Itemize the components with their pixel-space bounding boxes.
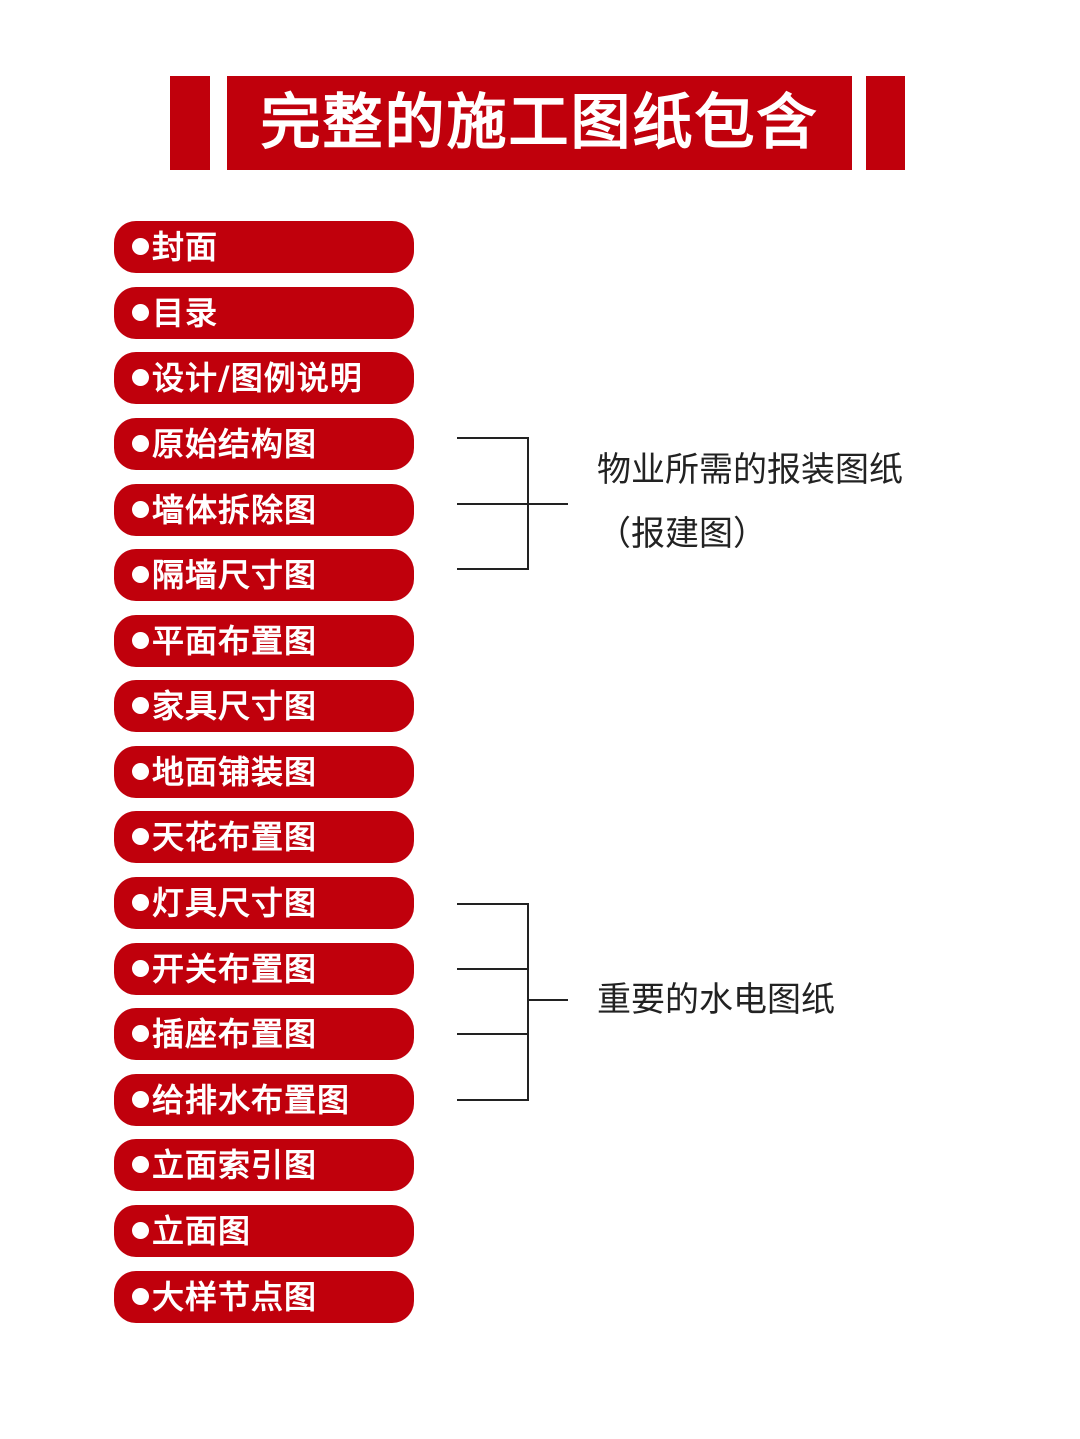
list-item: 给排水布置图 [114, 1074, 414, 1126]
list-item-label: 插座布置图 [152, 1015, 318, 1053]
list-item: 墙体拆除图 [114, 484, 414, 536]
list-item: 立面图 [114, 1205, 414, 1257]
group-label-line: 物业所需的报装图纸 [597, 450, 903, 490]
list-item-label: 立面索引图 [152, 1146, 318, 1184]
title-right-bar [866, 76, 905, 170]
list-item: 大样节点图 [114, 1271, 414, 1323]
list-item-label: 隔墙尺寸图 [152, 556, 318, 594]
list-item-label: 目录 [152, 294, 219, 332]
bullet-icon [132, 1091, 149, 1108]
list-item: 开关布置图 [114, 943, 414, 995]
list-item: 隔墙尺寸图 [114, 549, 414, 601]
bullet-icon [132, 566, 149, 583]
bullet-icon [132, 960, 149, 977]
list-item-label: 立面图 [152, 1212, 252, 1250]
bullet-icon [132, 501, 149, 518]
bullet-icon [132, 828, 149, 845]
list-item: 平面布置图 [114, 615, 414, 667]
group-label-line: （报建图） [597, 514, 767, 554]
list-item: 地面铺装图 [114, 746, 414, 798]
page-title: 完整的施工图纸包含 [227, 76, 852, 170]
list-item-label: 原始结构图 [152, 425, 318, 463]
title-left-bar [170, 76, 210, 170]
list-item-label: 平面布置图 [152, 622, 318, 660]
bullet-icon [132, 697, 149, 714]
list-item-label: 灯具尺寸图 [152, 884, 318, 922]
list-item-label: 大样节点图 [152, 1278, 318, 1316]
bullet-icon [132, 369, 149, 386]
bullet-icon [132, 304, 149, 321]
list-item: 天花布置图 [114, 811, 414, 863]
bullet-icon [132, 1222, 149, 1239]
bullet-icon [132, 632, 149, 649]
list-item: 设计/图例说明 [114, 352, 414, 404]
list-item: 封面 [114, 221, 414, 273]
list-item: 插座布置图 [114, 1008, 414, 1060]
bullet-icon [132, 894, 149, 911]
group-label-line: 重要的水电图纸 [597, 980, 835, 1020]
list-item: 家具尺寸图 [114, 680, 414, 732]
list-item: 目录 [114, 287, 414, 339]
list-item: 灯具尺寸图 [114, 877, 414, 929]
bullet-icon [132, 1288, 149, 1305]
list-item: 立面索引图 [114, 1139, 414, 1191]
list-item-label: 给排水布置图 [152, 1081, 351, 1119]
bullet-icon [132, 435, 149, 452]
list-item-label: 天花布置图 [152, 818, 318, 856]
group-label-plumbing-electrical: 重要的水电图纸 [597, 968, 835, 1032]
list-item-label: 地面铺装图 [152, 753, 318, 791]
list-item-label: 封面 [152, 228, 219, 266]
group-label-reporting: 物业所需的报装图纸 （报建图） [597, 438, 903, 566]
list-item-label: 墙体拆除图 [152, 491, 318, 529]
bullet-icon [132, 1156, 149, 1173]
bullet-icon [132, 238, 149, 255]
list-item-label: 家具尺寸图 [152, 687, 318, 725]
list-item-label: 开关布置图 [152, 950, 318, 988]
list-item-label: 设计/图例说明 [152, 359, 363, 397]
list-item: 原始结构图 [114, 418, 414, 470]
bullet-icon [132, 763, 149, 780]
bullet-icon [132, 1025, 149, 1042]
